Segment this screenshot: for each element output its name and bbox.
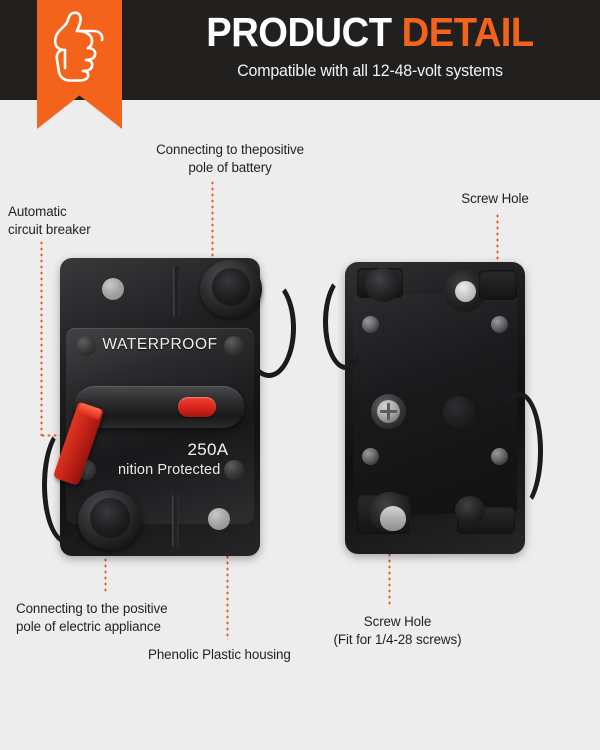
- ignition-protected-label: nition Protected: [118, 462, 221, 478]
- rear-mounting-ear-top-right: [479, 270, 517, 300]
- rear-terminal-boot-top-left: [365, 268, 401, 302]
- leader-line-screw-hole-top: [496, 213, 499, 286]
- leader-line-appliance-positive: [104, 521, 107, 593]
- callout-battery-positive: Connecting to thepositive pole of batter…: [156, 142, 304, 175]
- terminal-post-bottom-inner: [90, 498, 130, 538]
- header-text-block: PRODUCT DETAIL Compatible with all 12-48…: [150, 8, 590, 82]
- rear-terminal-boot-bottom-right: [455, 496, 485, 524]
- rear-terminal-stud: [380, 506, 406, 531]
- circuit-breaker-front-view: WATERPROOF 250A nition Protected: [42, 258, 296, 556]
- callout-appliance-positive: Connecting to the positive pole of elect…: [16, 601, 168, 634]
- leader-line-circuit-breaker-vertical: [40, 240, 43, 436]
- front-plate-slot-bottom: [172, 494, 179, 548]
- reset-button[interactable]: [178, 397, 216, 417]
- front-plate-slot-top: [173, 266, 180, 318]
- callout-automatic-circuit-breaker: Automatic circuit breaker: [8, 204, 91, 237]
- thumbs-up-icon: [53, 11, 104, 82]
- waterproof-label: WATERPROOF: [102, 336, 218, 353]
- page-subtitle: Compatible with all 12-48-volt systems: [237, 62, 503, 80]
- callout-screw-hole-bottom: Screw Hole (Fit for 1/4-28 screws): [333, 614, 462, 647]
- amperage-label: 250A: [187, 440, 229, 459]
- leader-line-screw-hole-bottom: [388, 546, 391, 607]
- page-title-part2: DETAIL: [401, 9, 535, 55]
- rear-corner-screw-top-right: [491, 316, 508, 333]
- front-face-boss-bottom-right: [224, 460, 244, 480]
- page-title: PRODUCT DETAIL: [165, 8, 574, 56]
- front-face-boss-top-right: [224, 336, 244, 356]
- callout-phenolic-housing: Phenolic Plastic housing: [148, 647, 291, 662]
- circuit-breaker-rear-view: [323, 262, 543, 554]
- front-plate-hole-top-left: [102, 278, 124, 300]
- phillips-screw-icon: [377, 400, 400, 423]
- rear-boot-strap-right: [497, 392, 543, 510]
- terminal-boot-strap-top: [242, 278, 296, 378]
- leader-line-battery-positive: [211, 180, 214, 268]
- rear-circular-emboss: [443, 396, 475, 428]
- ribbon-banner: [37, 0, 122, 129]
- terminal-boot-strap-bottom: [42, 426, 90, 544]
- leader-line-phenolic-housing: [226, 524, 229, 640]
- front-plate-hole-bottom-right: [208, 508, 230, 530]
- callout-screw-hole-top: Screw Hole: [461, 191, 529, 206]
- terminal-post-top-inner: [212, 268, 250, 306]
- rear-corner-screw-top-left: [362, 316, 379, 333]
- page-title-part1: PRODUCT: [206, 9, 392, 55]
- rear-screw-hole-top-right-inner: [455, 281, 476, 302]
- rear-corner-screw-bottom-left: [362, 448, 379, 465]
- rear-boot-strap-left: [323, 274, 369, 370]
- front-face-boss-top-left: [76, 336, 96, 356]
